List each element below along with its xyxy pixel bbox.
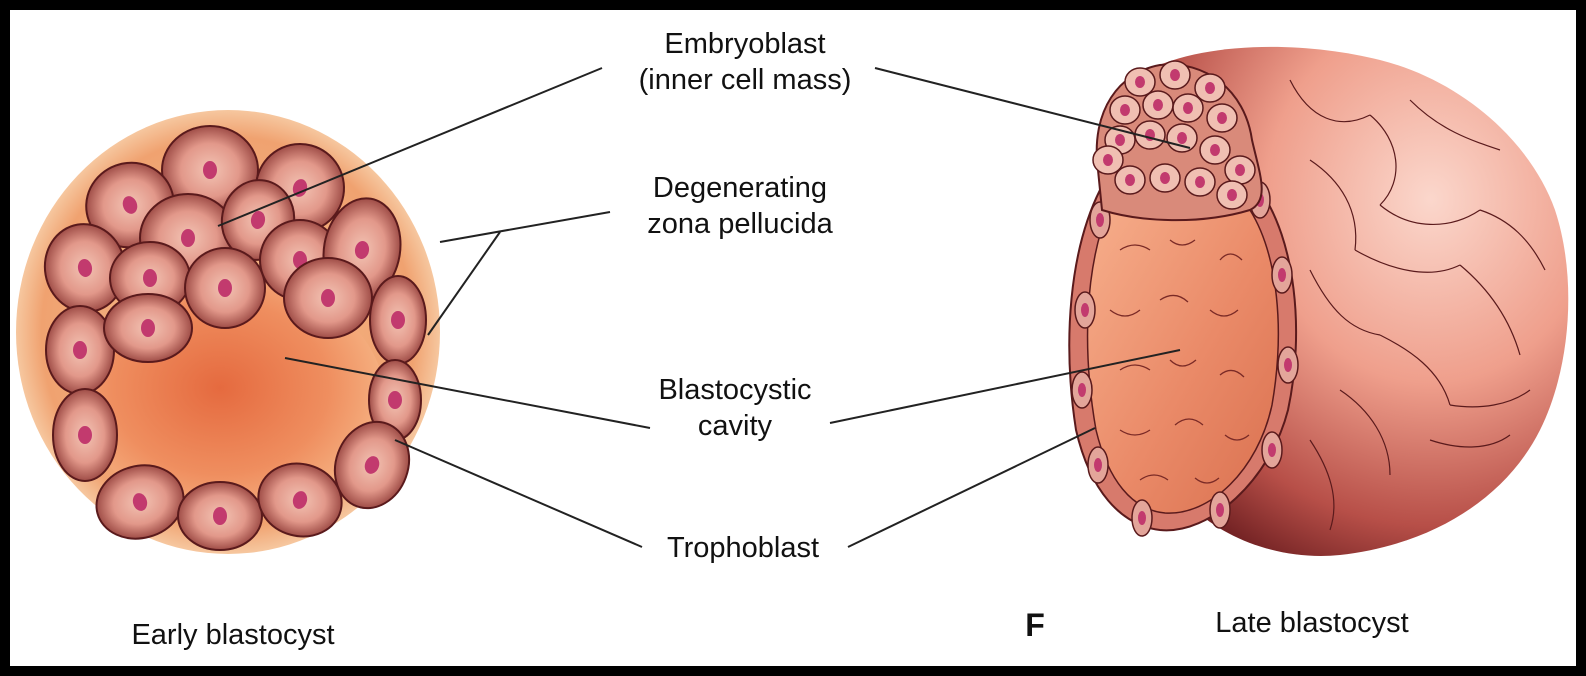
trophoblast-cell bbox=[1132, 500, 1152, 536]
panel-letter: F bbox=[1015, 607, 1055, 643]
trophoblast-cell bbox=[1210, 492, 1230, 528]
label-zona-line1: Degenerating bbox=[610, 170, 870, 206]
icm-cell bbox=[1125, 68, 1155, 96]
trophoblast-cell bbox=[1262, 432, 1282, 468]
icm-cell bbox=[1150, 164, 1180, 192]
icm-cell bbox=[1217, 181, 1247, 209]
early-cell bbox=[178, 482, 262, 550]
nucleus bbox=[391, 311, 405, 329]
icm-cell bbox=[1110, 96, 1140, 124]
nucleus bbox=[73, 341, 87, 359]
leader-zona-1 bbox=[440, 212, 610, 242]
icm-cell bbox=[1115, 166, 1145, 194]
nucleus bbox=[218, 279, 232, 297]
label-early-blastocyst: Early blastocyst bbox=[98, 617, 368, 653]
early-blastocyst bbox=[16, 110, 440, 554]
label-late-blastocyst: Late blastocyst bbox=[1182, 605, 1442, 641]
nucleus bbox=[388, 391, 402, 409]
icm-cell bbox=[1195, 74, 1225, 102]
label-zona: Degenerating zona pellucida bbox=[610, 170, 870, 242]
early-cell bbox=[104, 294, 192, 362]
nucleus bbox=[78, 426, 92, 444]
icm-cell bbox=[1207, 104, 1237, 132]
icm-cell bbox=[1160, 61, 1190, 89]
nucleus bbox=[181, 229, 195, 247]
label-embryoblast-line2: (inner cell mass) bbox=[605, 62, 885, 98]
nucleus bbox=[203, 161, 217, 179]
icm-cell bbox=[1167, 124, 1197, 152]
early-cell bbox=[284, 258, 372, 338]
trophoblast-cell bbox=[1075, 292, 1095, 328]
early-cell bbox=[185, 248, 265, 328]
label-zona-line2: zona pellucida bbox=[610, 206, 870, 242]
blastocyst-illustration bbox=[10, 10, 1576, 666]
label-embryoblast-line1: Embryoblast bbox=[605, 26, 885, 62]
label-cavity-line2: cavity bbox=[630, 408, 840, 444]
nucleus bbox=[141, 319, 155, 337]
leader-troph-early bbox=[395, 440, 642, 547]
icm-cell bbox=[1173, 94, 1203, 122]
late-blastocyst bbox=[1069, 47, 1568, 556]
label-cavity: Blastocystic cavity bbox=[630, 372, 840, 444]
label-cavity-line1: Blastocystic bbox=[630, 372, 840, 408]
trophoblast-cell bbox=[1272, 257, 1292, 293]
icm-cell bbox=[1185, 168, 1215, 196]
early-cell bbox=[53, 389, 117, 481]
nucleus bbox=[213, 507, 227, 525]
trophoblast-cell bbox=[1088, 447, 1108, 483]
label-trophoblast: Trophoblast bbox=[638, 530, 848, 566]
early-cell bbox=[370, 276, 426, 364]
nucleus bbox=[321, 289, 335, 307]
nucleus bbox=[143, 269, 157, 287]
icm-cell bbox=[1143, 91, 1173, 119]
leader-troph-late bbox=[848, 428, 1095, 547]
label-embryoblast: Embryoblast (inner cell mass) bbox=[605, 26, 885, 98]
icm-cell bbox=[1200, 136, 1230, 164]
icm-cell bbox=[1093, 146, 1123, 174]
trophoblast-cell bbox=[1278, 347, 1298, 383]
leader-zona-2 bbox=[428, 232, 500, 335]
diagram-frame: Embryoblast (inner cell mass) Degenerati… bbox=[10, 10, 1576, 666]
trophoblast-cell bbox=[1072, 372, 1092, 408]
early-cell bbox=[46, 306, 114, 394]
icm-cell bbox=[1225, 156, 1255, 184]
